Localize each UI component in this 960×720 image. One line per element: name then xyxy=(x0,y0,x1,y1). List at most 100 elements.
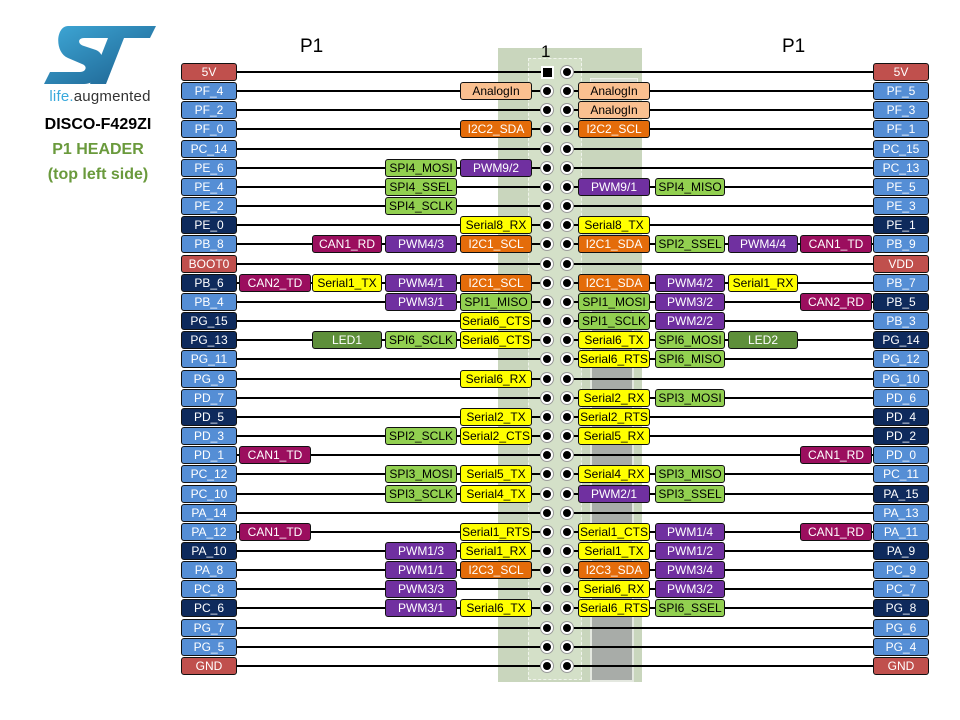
header-hole xyxy=(541,411,553,423)
right-pin-label[interactable]: PD_2 xyxy=(873,427,929,445)
right-pin-label[interactable]: PC_15 xyxy=(873,140,929,158)
right-pin-label[interactable]: PG_14 xyxy=(873,331,929,349)
right-pin-label[interactable]: PF_3 xyxy=(873,101,929,119)
right-function-tag: Serial6_RTS xyxy=(578,350,650,368)
right-pin-label[interactable]: PB_3 xyxy=(873,312,929,330)
right-function-tag: I2C1_SDA xyxy=(578,235,650,253)
left-pin-label[interactable]: PC_10 xyxy=(181,485,237,503)
left-pin-label[interactable]: PC_14 xyxy=(181,140,237,158)
left-pin-label[interactable]: PC_8 xyxy=(181,580,237,598)
left-function-tag: CAN2_TD xyxy=(239,274,311,292)
left-pin-label[interactable]: PD_1 xyxy=(181,446,237,464)
left-function-tag: Serial6_CTS xyxy=(460,312,532,330)
left-pin-label[interactable]: PG_5 xyxy=(181,638,237,656)
left-pin-label[interactable]: PF_2 xyxy=(181,101,237,119)
left-pin-label[interactable]: BOOT0 xyxy=(181,255,237,273)
left-function-tag: Serial5_TX xyxy=(460,465,532,483)
right-pin-label[interactable]: PG_4 xyxy=(873,638,929,656)
left-pin-label[interactable]: PG_13 xyxy=(181,331,237,349)
left-pin-label[interactable]: GND xyxy=(181,657,237,675)
left-function-tag: Serial2_TX xyxy=(460,408,532,426)
left-wire xyxy=(235,646,547,648)
left-function-tag: SPI1_MISO xyxy=(460,293,532,311)
left-pin-label[interactable]: PF_0 xyxy=(181,120,237,138)
left-wire xyxy=(235,665,547,667)
right-pin-label[interactable]: PB_5 xyxy=(873,293,929,311)
right-pin-label[interactable]: PE_3 xyxy=(873,197,929,215)
left-pin-label[interactable]: PF_4 xyxy=(181,82,237,100)
header-hole xyxy=(541,353,553,365)
left-pin-label[interactable]: 5V xyxy=(181,63,237,81)
left-pin-label[interactable]: PA_8 xyxy=(181,561,237,579)
right-pin-label[interactable]: PG_10 xyxy=(873,370,929,388)
right-function-tag: I2C3_SDA xyxy=(578,561,650,579)
header-hole xyxy=(561,545,573,557)
right-pin-label[interactable]: PA_9 xyxy=(873,542,929,560)
right-pin-label[interactable]: PG_6 xyxy=(873,619,929,637)
right-pin-label[interactable]: GND xyxy=(873,657,929,675)
left-pin-label[interactable]: PC_6 xyxy=(181,599,237,617)
right-function-tag: Serial2_RTS xyxy=(578,408,650,426)
right-function-tag: Serial4_RX xyxy=(578,465,650,483)
right-function-tag: Serial6_RX xyxy=(578,580,650,598)
left-pin-label[interactable]: PA_12 xyxy=(181,523,237,541)
header-hole xyxy=(541,373,553,385)
right-pin-label[interactable]: PD_4 xyxy=(873,408,929,426)
left-pin-label[interactable]: PD_7 xyxy=(181,389,237,407)
left-pin-label[interactable]: PD_5 xyxy=(181,408,237,426)
right-pin-label[interactable]: PE_5 xyxy=(873,178,929,196)
left-pin-label[interactable]: PA_14 xyxy=(181,504,237,522)
right-pin-label[interactable]: PC_13 xyxy=(873,159,929,177)
right-function-tag: PWM2/2 xyxy=(655,312,725,330)
left-pin-label[interactable]: PG_7 xyxy=(181,619,237,637)
left-function-tag: SPI4_SCLK xyxy=(385,197,457,215)
right-pin-label[interactable]: PB_7 xyxy=(873,274,929,292)
left-pin-label[interactable]: PG_9 xyxy=(181,370,237,388)
left-pin-label[interactable]: PE_6 xyxy=(181,159,237,177)
right-function-tag: SPI6_SSEL xyxy=(655,599,725,617)
right-wire xyxy=(567,435,873,437)
right-pin-label[interactable]: PE_1 xyxy=(873,216,929,234)
right-function-tag: Serial1_RX xyxy=(728,274,798,292)
header-hole xyxy=(561,602,573,614)
right-pin-label[interactable]: 5V xyxy=(873,63,929,81)
left-wire xyxy=(235,148,547,150)
left-pin-label[interactable]: PG_15 xyxy=(181,312,237,330)
header-hole xyxy=(541,200,553,212)
header-hole xyxy=(541,430,553,442)
left-wire xyxy=(235,454,547,456)
right-function-tag: Serial6_TX xyxy=(578,331,650,349)
right-pin-label[interactable]: PG_8 xyxy=(873,599,929,617)
right-pin-label[interactable]: PC_7 xyxy=(873,580,929,598)
header-hole xyxy=(561,85,573,97)
left-pin-label[interactable]: PG_11 xyxy=(181,350,237,368)
left-function-tag: PWM1/3 xyxy=(385,542,457,560)
left-pin-label[interactable]: PC_12 xyxy=(181,465,237,483)
right-pin-label[interactable]: PA_15 xyxy=(873,485,929,503)
header-hole xyxy=(561,315,573,327)
right-pin-label[interactable]: VDD xyxy=(873,255,929,273)
left-pin-label[interactable]: PE_0 xyxy=(181,216,237,234)
header-hole xyxy=(541,219,553,231)
left-pin-label[interactable]: PD_3 xyxy=(181,427,237,445)
right-pin-label[interactable]: PG_12 xyxy=(873,350,929,368)
left-pin-label[interactable]: PE_2 xyxy=(181,197,237,215)
right-pin-label[interactable]: PF_5 xyxy=(873,82,929,100)
left-pin-label[interactable]: PA_10 xyxy=(181,542,237,560)
left-function-tag: PWM3/1 xyxy=(385,599,457,617)
right-pin-label[interactable]: PA_13 xyxy=(873,504,929,522)
left-wire xyxy=(235,397,547,399)
right-pin-label[interactable]: PA_11 xyxy=(873,523,929,541)
left-pin-label[interactable]: PB_6 xyxy=(181,274,237,292)
left-pin-label[interactable]: PB_8 xyxy=(181,235,237,253)
right-pin-label[interactable]: PD_6 xyxy=(873,389,929,407)
right-pin-label[interactable]: PF_1 xyxy=(873,120,929,138)
pin1-marker: 1 xyxy=(541,42,551,61)
right-pin-label[interactable]: PC_9 xyxy=(873,561,929,579)
left-function-tag: SPI2_SCLK xyxy=(385,427,457,445)
left-pin-label[interactable]: PE_4 xyxy=(181,178,237,196)
right-pin-label[interactable]: PD_0 xyxy=(873,446,929,464)
right-pin-label[interactable]: PC_11 xyxy=(873,465,929,483)
right-pin-label[interactable]: PB_9 xyxy=(873,235,929,253)
left-pin-label[interactable]: PB_4 xyxy=(181,293,237,311)
